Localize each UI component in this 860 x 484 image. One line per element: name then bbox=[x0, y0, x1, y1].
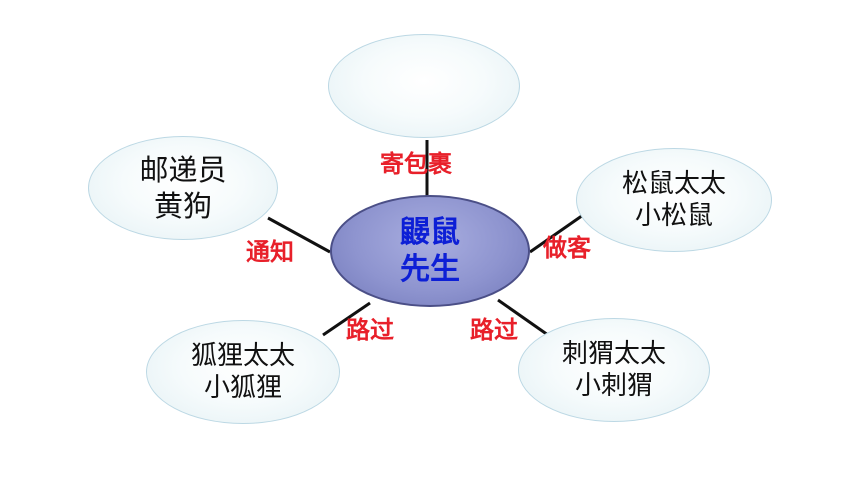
node-center: 鼹鼠 先生 bbox=[330, 195, 530, 307]
node-squirrel: 松鼠太太 小松鼠 bbox=[576, 148, 772, 252]
node-postman-line2: 黄狗 bbox=[153, 189, 212, 223]
node-fox: 狐狸太太 小狐狸 bbox=[146, 320, 340, 424]
edge-label-right-top: 做客 bbox=[543, 233, 591, 262]
connector-right-bottom bbox=[497, 298, 549, 337]
node-squirrel-line2: 小松鼠 bbox=[634, 201, 713, 231]
edge-label-left-top: 通知 bbox=[246, 237, 294, 266]
node-top bbox=[328, 34, 520, 138]
node-hedgehog-line1: 刺猬太太 bbox=[561, 338, 666, 369]
center-line2: 先生 bbox=[400, 252, 460, 287]
edge-label-top: 寄包裹 bbox=[380, 149, 452, 178]
node-postman-line1: 邮递员 bbox=[139, 152, 227, 187]
node-fox-line2: 小狐狸 bbox=[203, 373, 282, 403]
node-fox-line1: 狐狸太太 bbox=[190, 340, 295, 371]
center-line1: 鼹鼠 bbox=[400, 214, 460, 250]
node-squirrel-line1: 松鼠太太 bbox=[621, 168, 726, 199]
node-hedgehog-line2: 小刺猬 bbox=[574, 371, 653, 401]
node-postman: 邮递员 黄狗 bbox=[88, 136, 278, 240]
connector-left-bottom bbox=[322, 301, 371, 337]
connector-left-top bbox=[267, 216, 331, 254]
connector-right-top bbox=[529, 211, 587, 254]
edge-label-right-bottom: 路过 bbox=[470, 315, 518, 344]
edge-label-left-bottom: 路过 bbox=[346, 315, 394, 344]
node-hedgehog: 刺猬太太 小刺猬 bbox=[518, 318, 710, 422]
